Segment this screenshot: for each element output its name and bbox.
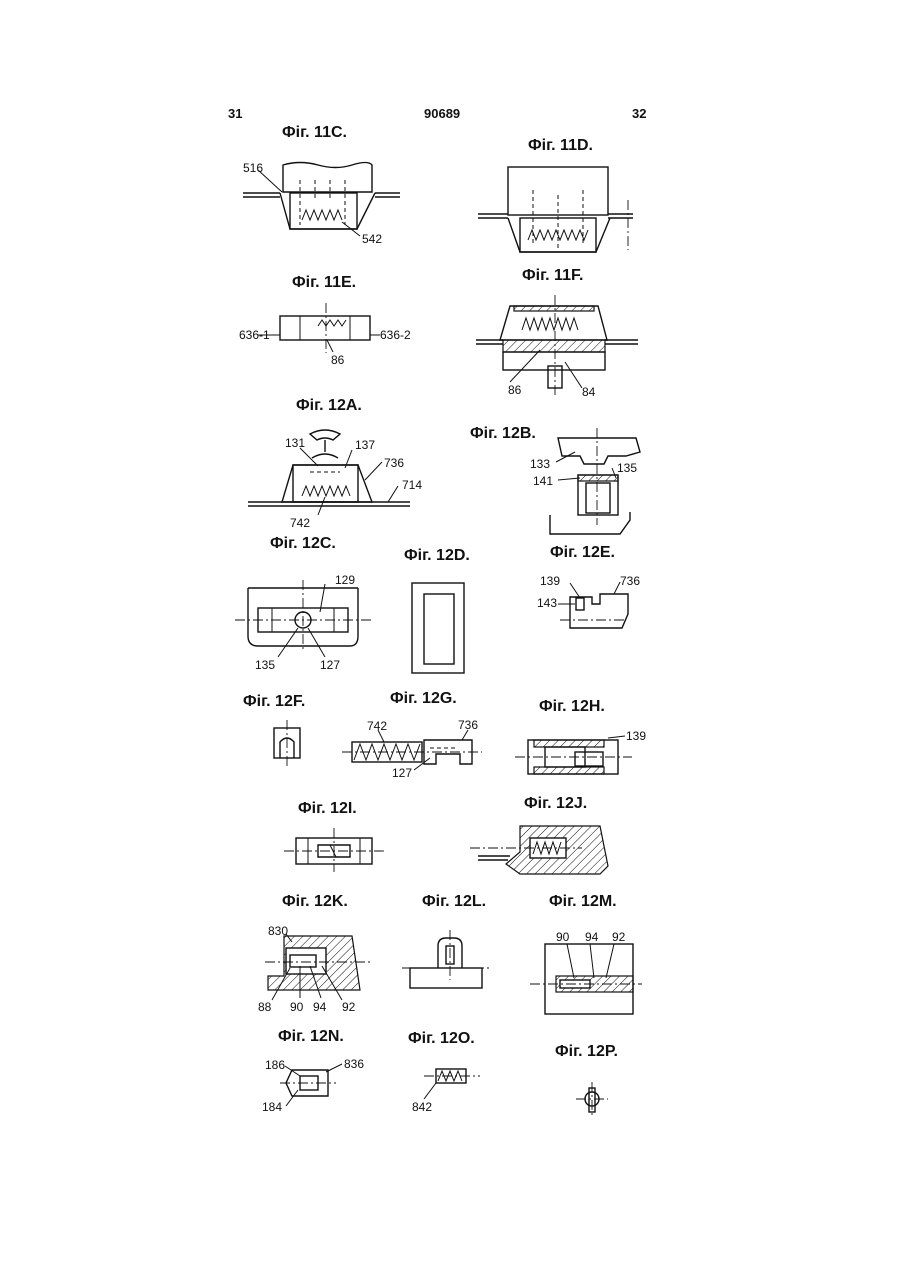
label-90: 90: [556, 930, 570, 944]
fig-11f-drawing: 86 84: [476, 295, 638, 399]
fig-12o-drawing: 842: [412, 1069, 480, 1114]
label-742: 742: [290, 516, 310, 530]
label-127: 127: [392, 766, 412, 780]
fig-11e-drawing: 636-1 636-2 86: [239, 303, 411, 367]
fig-12p-drawing: [576, 1082, 608, 1116]
label-842: 842: [412, 1100, 432, 1114]
label-516: 516: [243, 161, 263, 175]
label-88: 88: [258, 1000, 272, 1014]
label-92: 92: [342, 1000, 356, 1014]
label-830: 830: [268, 924, 288, 938]
fig-12a-drawing: 131 137 736 714 742: [248, 430, 422, 530]
label-714: 714: [402, 478, 422, 492]
fig-12k-drawing: 830 88 90 94 92: [258, 924, 372, 1014]
fig-12e-drawing: 139 736 143: [537, 574, 640, 628]
label-86: 86: [331, 353, 345, 367]
fig-12j-drawing: [470, 826, 608, 874]
label-736: 736: [384, 456, 404, 470]
label-184: 184: [262, 1100, 282, 1114]
label-129: 129: [335, 573, 355, 587]
fig-12b-drawing: 133 135 141: [530, 428, 640, 534]
fig-12i-drawing: [284, 828, 384, 872]
label-836: 836: [344, 1057, 364, 1071]
label-186: 186: [265, 1058, 285, 1072]
label-133: 133: [530, 457, 550, 471]
fig-12h-drawing: 139: [515, 729, 646, 774]
fig-11c-drawing: 516 542: [243, 161, 400, 246]
label-131: 131: [285, 436, 305, 450]
label-736: 736: [458, 718, 478, 732]
fig-12n-drawing: 186 836 184: [262, 1057, 364, 1114]
label-135: 135: [255, 658, 275, 672]
fig-11d-drawing: [478, 167, 633, 252]
fig-12m-drawing: 90 94 92: [530, 930, 642, 1014]
fig-12d-drawing: [412, 583, 464, 673]
label-141: 141: [533, 474, 553, 488]
label-137: 137: [355, 438, 375, 452]
fig-12c-drawing: 129 135 127: [235, 573, 372, 672]
label-542: 542: [362, 232, 382, 246]
label-135: 135: [617, 461, 637, 475]
label-636-2: 636-2: [380, 328, 411, 342]
label-90: 90: [290, 1000, 304, 1014]
fig-12l-drawing: [402, 930, 490, 988]
fig-12f-drawing: [274, 720, 300, 766]
label-86: 86: [508, 383, 522, 397]
label-143: 143: [537, 596, 557, 610]
label-139: 139: [540, 574, 560, 588]
label-84: 84: [582, 385, 596, 399]
label-139: 139: [626, 729, 646, 743]
label-636-1: 636-1: [239, 328, 270, 342]
fig-12g-drawing: 742 736 127: [342, 718, 482, 780]
label-94: 94: [585, 930, 599, 944]
label-127: 127: [320, 658, 340, 672]
label-94: 94: [313, 1000, 327, 1014]
label-742: 742: [367, 719, 387, 733]
label-736: 736: [620, 574, 640, 588]
label-92: 92: [612, 930, 626, 944]
